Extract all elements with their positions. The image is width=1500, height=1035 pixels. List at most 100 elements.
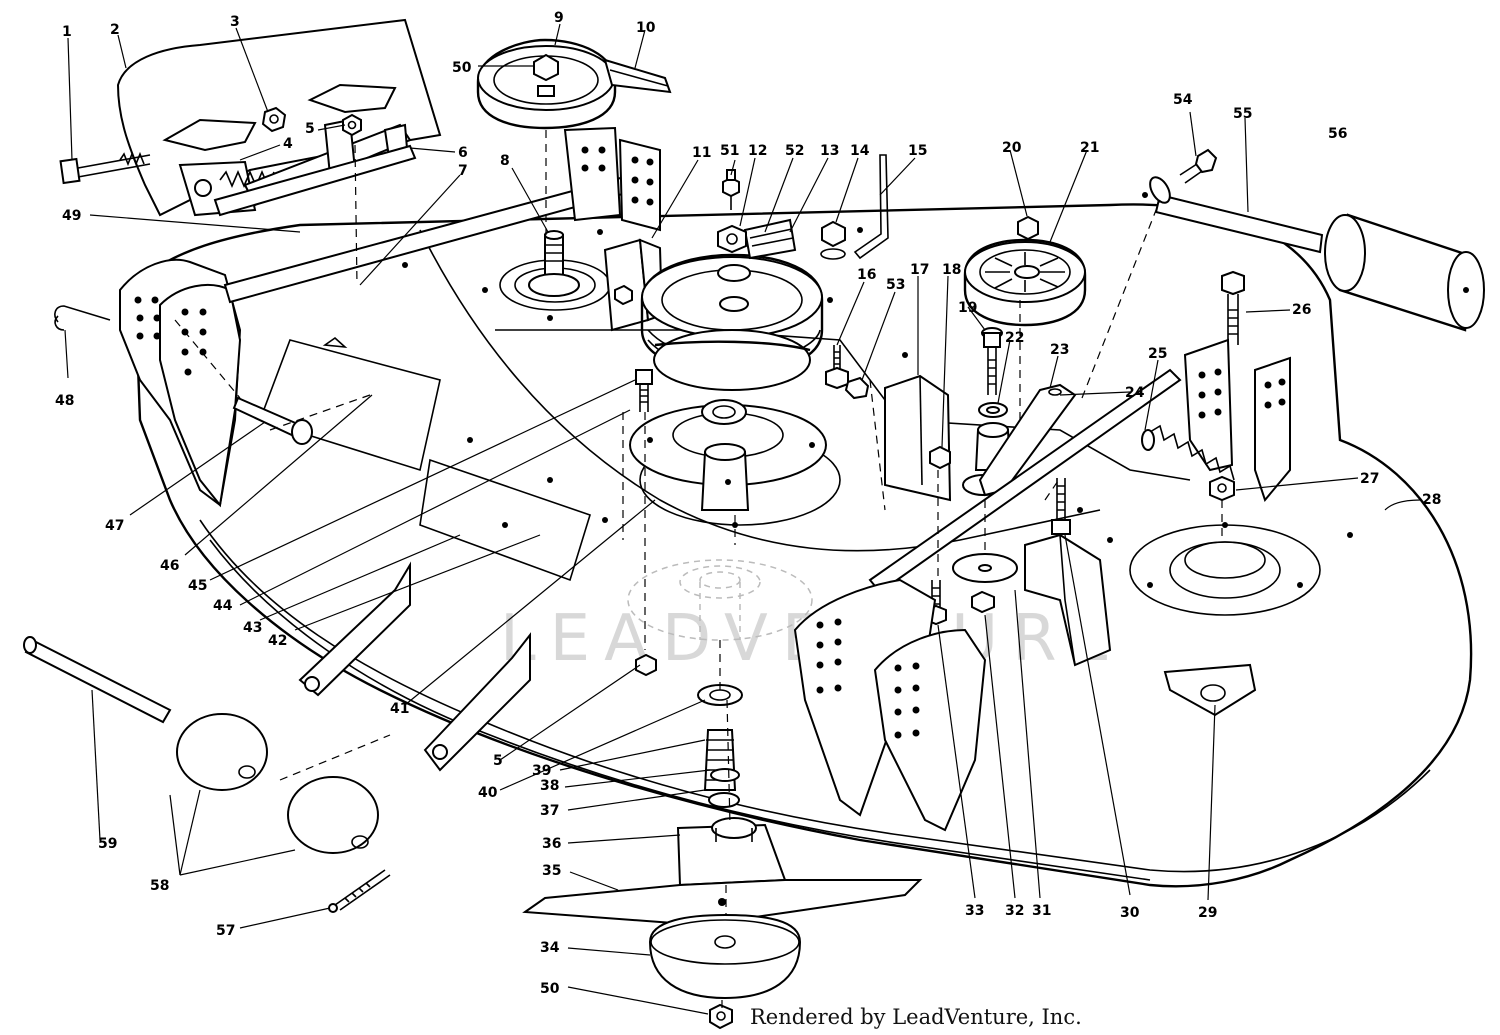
callout-29: 29 — [1198, 905, 1217, 921]
callout-52: 52 — [785, 143, 804, 159]
leader-lines — [64, 23, 1421, 1015]
left-spindle — [528, 230, 580, 297]
ghost-spindle-housing — [627, 559, 813, 641]
bracket-41 — [423, 632, 531, 772]
spring-25 — [1141, 424, 1235, 481]
callout-45: 45 — [188, 578, 207, 594]
nut-5-lower — [635, 653, 657, 677]
decal-46 — [258, 339, 441, 472]
rod-55 — [1142, 176, 1324, 254]
callout-18: 18 — [942, 262, 961, 278]
nut-27 — [1209, 475, 1235, 502]
callout-59: 59 — [98, 836, 117, 852]
callout-49: 49 — [62, 208, 81, 224]
callout-46: 46 — [160, 558, 179, 574]
callout-44: 44 — [213, 598, 233, 614]
nut-53 — [844, 376, 870, 400]
callout-27: 27 — [1360, 471, 1379, 487]
callout-16: 16 — [857, 267, 876, 283]
callout-31: 31 — [1032, 903, 1051, 919]
callout-50-top: 50 — [452, 60, 472, 76]
callout-15: 15 — [908, 143, 927, 159]
callout-14: 14 — [850, 143, 870, 159]
callout-48: 48 — [55, 393, 74, 409]
nut-5-top — [342, 113, 362, 137]
callout-24: 24 — [1125, 385, 1145, 401]
callout-47: 47 — [105, 518, 124, 534]
callout-7: 7 — [458, 163, 468, 179]
callout-26: 26 — [1292, 302, 1311, 318]
callout-4: 4 — [283, 136, 293, 152]
plate-29 — [1163, 663, 1257, 717]
nut-12 — [717, 224, 747, 254]
callout-6: 6 — [458, 145, 468, 161]
callout-57: 57 — [216, 923, 235, 939]
bolt-57 — [328, 869, 391, 913]
callout-2: 2 — [110, 22, 120, 38]
callout-labels: 1 2 3 4 5 6 7 8 9 10 11 12 13 14 15 16 1… — [55, 10, 1441, 997]
callout-19: 19 — [958, 300, 977, 316]
callout-13: 13 — [820, 143, 839, 159]
rod-15 — [853, 154, 889, 260]
bolt-30 — [1051, 478, 1071, 535]
spindle-housing-center — [629, 399, 827, 511]
belt-52 — [743, 218, 797, 260]
spindle-stack — [697, 684, 743, 808]
callout-22: 22 — [1005, 330, 1024, 346]
callout-10: 10 — [636, 20, 656, 36]
callout-41: 41 — [390, 701, 409, 717]
alignment-lines — [174, 130, 1223, 1008]
nut-50-bottom — [709, 1003, 733, 1030]
callout-28: 28 — [1422, 492, 1441, 508]
wheel-58-a — [176, 713, 268, 791]
callout-58: 58 — [150, 878, 169, 894]
callout-8: 8 — [500, 153, 510, 169]
callout-56: 56 — [1328, 126, 1347, 142]
blade-cup-34 — [648, 913, 802, 1000]
bolt-45 — [635, 369, 653, 412]
credit-text: Rendered by LeadVenture, Inc. — [750, 1005, 1082, 1029]
callout-42: 42 — [268, 633, 287, 649]
callout-5-lower: 5 — [493, 753, 503, 769]
bracket-42 — [298, 561, 411, 697]
nut-3 — [261, 106, 287, 133]
callout-34: 34 — [540, 940, 560, 956]
bolt-16 — [825, 345, 849, 390]
blade-adapter-36 — [676, 817, 787, 887]
callout-12: 12 — [748, 143, 767, 159]
roller-56 — [1324, 213, 1485, 332]
left-hanger-bracket — [119, 258, 242, 508]
wheel-58-b — [287, 776, 379, 854]
callout-51: 51 — [720, 143, 739, 159]
callout-33: 33 — [965, 903, 984, 919]
callout-20: 20 — [1002, 140, 1022, 156]
callout-37: 37 — [540, 803, 559, 819]
bracket-31 — [1024, 533, 1112, 667]
right-hanger-bracket — [1183, 338, 1291, 503]
bolt-1 — [59, 151, 151, 185]
washer-32 — [952, 553, 1018, 614]
bolt-19 — [981, 327, 1003, 395]
callout-17: 17 — [910, 262, 929, 278]
decal-43 — [419, 458, 591, 582]
callout-35: 35 — [542, 863, 561, 879]
bolt-26 — [1221, 270, 1245, 345]
hairpin-48 — [54, 305, 111, 331]
callout-55: 55 — [1233, 106, 1252, 122]
callout-30: 30 — [1120, 905, 1140, 921]
callout-32: 32 — [1005, 903, 1024, 919]
callout-11: 11 — [692, 145, 711, 161]
axle-59 — [23, 636, 172, 724]
callout-1: 1 — [62, 24, 72, 40]
callout-9: 9 — [554, 10, 564, 26]
front-rod — [213, 144, 657, 304]
bolt-54 — [1179, 148, 1218, 184]
callout-3: 3 — [230, 14, 240, 30]
callout-5-top: 5 — [305, 121, 315, 137]
callout-54: 54 — [1173, 92, 1193, 108]
pulley-9 — [476, 38, 617, 130]
bracket-17 — [884, 374, 952, 502]
callout-39: 39 — [532, 763, 551, 779]
deck-holes — [402, 227, 1353, 588]
